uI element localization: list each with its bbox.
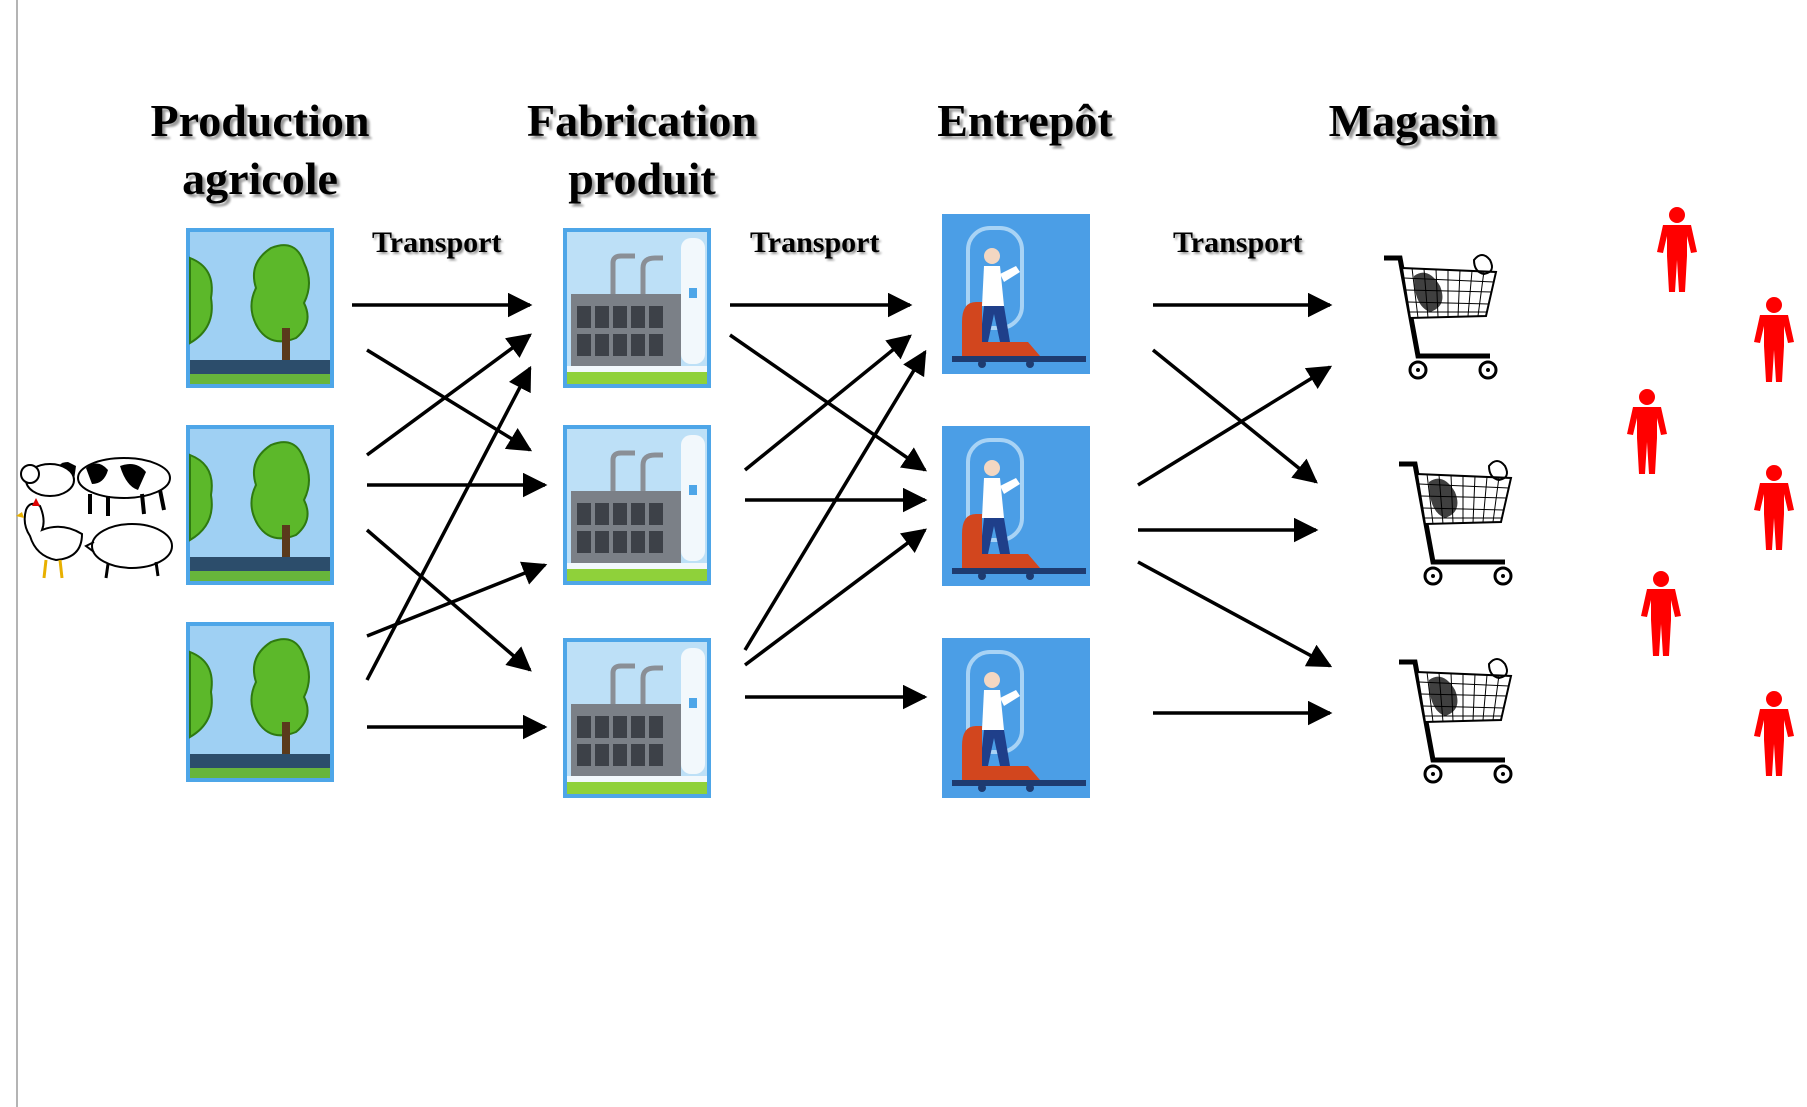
factory-icon [563, 425, 711, 585]
stage-title-line: Production [150, 95, 370, 146]
transport-arrow [743, 528, 927, 667]
shopping-cart-icon [1393, 650, 1523, 790]
transport-arrow [1137, 560, 1333, 668]
forklift-worker-icon [942, 214, 1090, 374]
stage-title-entrepot: Entrepôt [895, 92, 1155, 150]
transport-arrow [365, 528, 532, 672]
stage-title-line: Magasin [1328, 95, 1498, 146]
person-icon [1752, 296, 1796, 382]
person-icon [1639, 570, 1683, 656]
stage-title-line: agricole [182, 153, 338, 204]
transport-arrow [366, 348, 533, 452]
stage-title-line: Fabrication [527, 95, 757, 146]
tree-field-icon [186, 425, 334, 585]
transport-arrow [743, 334, 912, 472]
stage-title-line: produit [568, 153, 716, 204]
forklift-worker-icon [942, 426, 1090, 586]
person-icon [1655, 206, 1699, 292]
stage-title-production: Production agricole [130, 92, 390, 208]
left-border-line [16, 0, 18, 1107]
transport-arrow [365, 365, 532, 681]
transport-arrow [1151, 348, 1318, 484]
person-icon [1752, 690, 1796, 776]
shopping-cart-icon [1393, 452, 1523, 592]
tree-field-icon [186, 228, 334, 388]
tree-field-icon [186, 622, 334, 782]
transport-label-1: Transport [372, 226, 502, 259]
forklift-worker-icon [942, 638, 1090, 798]
livestock-icon [16, 457, 173, 579]
factory-icon [563, 228, 711, 388]
transport-arrow [1137, 365, 1333, 487]
person-icon [1625, 388, 1669, 474]
stage-title-line: Entrepôt [937, 95, 1113, 146]
stage-title-magasin: Magasin [1283, 92, 1543, 150]
factory-icon [563, 638, 711, 798]
transport-arrow [365, 333, 532, 457]
shopping-cart-icon [1378, 246, 1508, 386]
transport-label-2: Transport [750, 226, 880, 259]
transport-arrow [743, 349, 927, 651]
transport-label-3: Transport [1173, 226, 1303, 259]
stage-title-fabrication: Fabrication produit [512, 92, 772, 208]
person-icon [1752, 464, 1796, 550]
